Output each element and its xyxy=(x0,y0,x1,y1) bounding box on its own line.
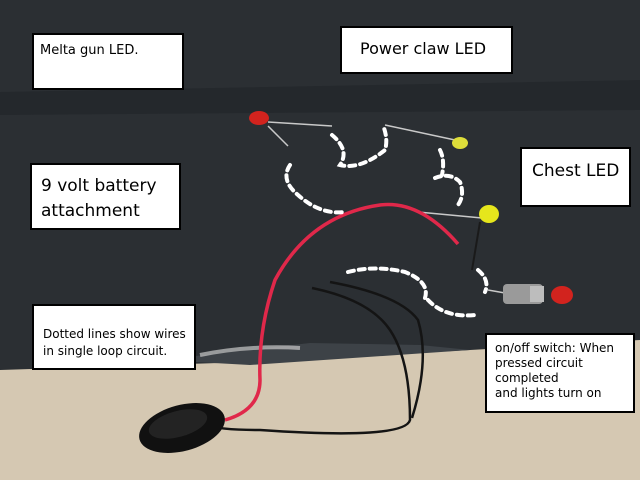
power-claw-led-label: Power claw LED xyxy=(340,26,513,74)
chest-led-label: Chest LED xyxy=(520,147,631,207)
dotted-note-line-1: Dotted lines show wires xyxy=(43,327,186,341)
black-wire-2 xyxy=(329,280,425,419)
battery-label-line-2: attachment xyxy=(41,201,140,221)
dotted-line-3 xyxy=(438,148,446,177)
chest-led-text: Chest LED xyxy=(532,161,620,181)
black-wire-1 xyxy=(204,286,412,435)
switch-note-line-1: on/off switch: When xyxy=(495,341,615,355)
switch-note: on/off switch: When pressed circuit comp… xyxy=(485,333,635,413)
dotted-line-4 xyxy=(433,173,465,207)
red-led xyxy=(249,111,333,147)
backdrop-edge xyxy=(160,343,470,365)
dotted-note-line-2: in single loop circuit. xyxy=(43,344,168,358)
battery-attachment-label: 9 volt battery attachment xyxy=(30,163,181,230)
switch-note-line-4: and lights turn on xyxy=(495,386,602,400)
clear-tube xyxy=(199,345,301,357)
switch-note-line-2: pressed circuit xyxy=(495,356,583,370)
battery-label-line-1: 9 volt battery xyxy=(41,176,157,196)
dotted-line-6 xyxy=(476,268,489,294)
battery-clip xyxy=(139,403,225,453)
dotted-line-5 xyxy=(346,266,428,300)
push-switch xyxy=(487,284,573,304)
dotted-wire-lines xyxy=(284,126,489,318)
yellow-led-claw xyxy=(384,124,468,149)
power-claw-led-text: Power claw LED xyxy=(360,39,487,58)
backdrop-fold xyxy=(0,80,640,115)
switch-note-line-3: completed xyxy=(495,371,559,385)
yellow-led-chest xyxy=(417,205,499,271)
melta-gun-led-text: Melta gun LED. xyxy=(40,43,139,58)
melta-gun-led-label: Melta gun LED. xyxy=(32,33,184,90)
dotted-line-2 xyxy=(284,163,347,215)
dotted-line-7 xyxy=(426,298,477,318)
red-wire xyxy=(224,202,460,422)
dotted-line-1 xyxy=(330,126,389,168)
dotted-lines-note: Dotted lines show wires in single loop c… xyxy=(32,304,196,370)
